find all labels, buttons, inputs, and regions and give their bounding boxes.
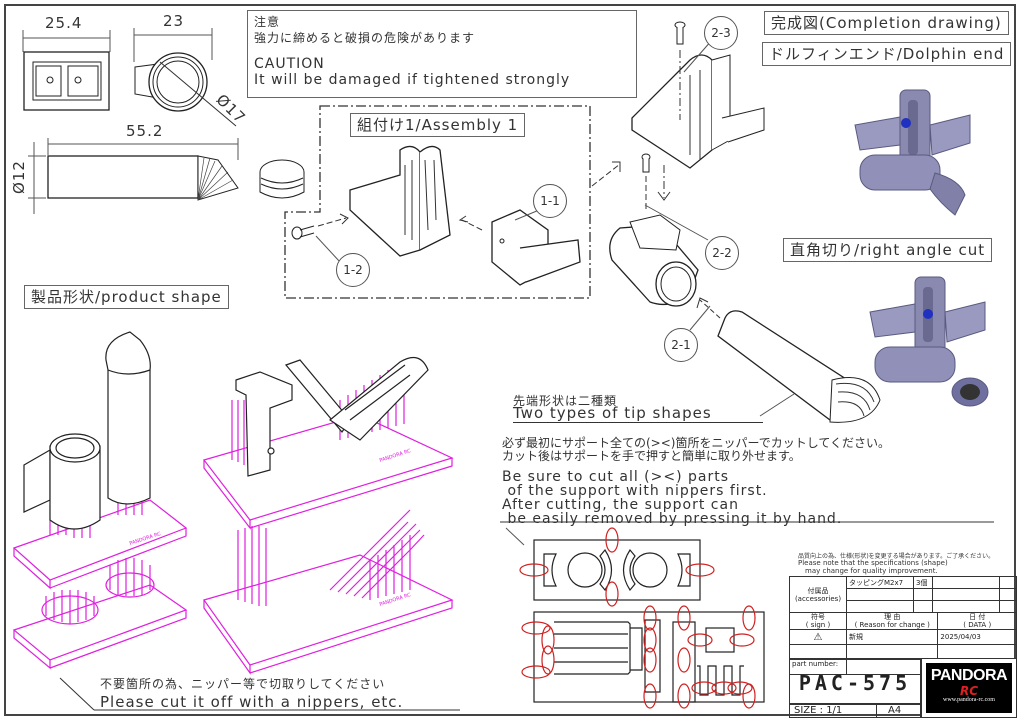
callout-1-2: 1-2 — [336, 253, 370, 287]
support-note-jp-2: カット後はサポートを手で押すと簡単に取り外せます。 — [502, 449, 801, 463]
size-box: SIZE : 1/1 A4 — [789, 704, 921, 718]
reason-jp: 理 由 — [884, 613, 901, 621]
sign-header: 符号 ( sign ) — [789, 612, 847, 630]
dim-width-ring: 23 — [163, 12, 185, 30]
accessory-item: タッピングM2x7 — [846, 576, 914, 589]
caution-box: 注意 強力に締めると破損の危険があります CAUTION It will be … — [247, 10, 637, 98]
accessories-jp: 付属品 — [807, 586, 829, 595]
support-note-jp-1: 必ず最初にサポート全ての(><)箇所をニッパーでカットしてください。 — [502, 436, 891, 450]
tip-note-en: Two types of tip shapes — [513, 404, 763, 423]
dolphin-end-label: ドルフィンエンド/Dolphin end — [762, 42, 1012, 66]
support-note-en-3: After cutting, the support can — [502, 497, 739, 513]
caution-jp-title: 注意 — [254, 15, 281, 29]
assembly1-label: 組付け1/Assembly 1 — [350, 113, 526, 137]
size-label: SIZE : 1/1 — [794, 705, 843, 716]
warning-triangle-icon: ⚠ — [789, 629, 847, 645]
revision-row: ⚠ 新規 2025/04/03 — [789, 629, 1017, 645]
support-note-en-2: of the support with nippers first. — [502, 483, 768, 499]
spec-note-en-2: may change for quality improvement. — [805, 567, 938, 575]
drawing-frame — [4, 4, 1016, 716]
part-number-box: part number: PAC-575 — [789, 658, 921, 704]
cut-note-jp: 不要箇所の為、ニッパー等で切取りしてください — [100, 677, 386, 691]
support-note-en-4: be easily removed by pressing it by hand… — [502, 511, 843, 527]
callout-2-2: 2-2 — [705, 236, 739, 270]
caution-jp-text: 強力に締めると破損の危険があります — [254, 31, 476, 45]
reason-header: 理 由 ( Reason for change ) — [845, 612, 939, 630]
support-note-en-1: Be sure to cut all (><) parts — [502, 469, 730, 485]
callout-2-3: 2-3 — [704, 16, 738, 50]
spec-note-jp: 品質向上の為、仕様(形状)を変更する場合があります。ご了承ください。 — [798, 553, 995, 560]
caution-en-text: It will be damaged if tightened strongly — [254, 72, 571, 88]
date-header: 日 付 ( DATA ) — [937, 612, 1017, 630]
logo-sub: RC — [959, 684, 979, 698]
logo-main: PANDORA — [930, 667, 1008, 684]
paper-size: A4 — [888, 705, 902, 716]
tip-note-jp: 先端形状は二種類 — [513, 394, 618, 408]
accessories-en: (accessories) — [794, 594, 842, 603]
accessories-cell: 付属品 (accessories) — [789, 576, 847, 613]
caution-en-title: CAUTION — [254, 56, 325, 72]
dim-tube-length: 55.2 — [126, 122, 164, 140]
sign-en: ( sign ) — [805, 621, 831, 629]
logo-box: PANDORA RC www.pandora-rc.com — [921, 658, 1017, 718]
part-number-value: PAC-575 — [798, 671, 912, 695]
right-angle-cut-label: 直角切り/right angle cut — [783, 238, 993, 262]
sprue-cut-diagram — [519, 527, 765, 709]
logo-url: www.pandora-rc.com — [943, 697, 995, 703]
callout-2-1: 2-1 — [664, 328, 698, 362]
reason-en: ( Reason for change ) — [854, 621, 930, 629]
cut-note-en: Please cut it off with a nippers, etc. — [100, 693, 404, 711]
pandora-logo: PANDORA RC www.pandora-rc.com — [926, 663, 1012, 713]
revision-table: 付属品 (accessories) タッピングM2x7 3個 符号 ( sign… — [789, 576, 1017, 675]
rev-date: 2025/04/03 — [937, 629, 1017, 645]
top-view-drawing — [22, 28, 305, 214]
part-number-label: part number: — [792, 660, 839, 668]
completion-drawing-label: 完成図(Completion drawing) — [764, 11, 1009, 35]
product-shape-label: 製品形状/product shape — [24, 285, 229, 309]
callout-1-1: 1-1 — [533, 184, 567, 218]
accessory-qty: 3個 — [913, 576, 933, 589]
date-jp: 日 付 — [969, 613, 986, 621]
date-en: ( DATA ) — [963, 621, 992, 629]
dim-width-top: 25.4 — [45, 14, 83, 32]
render-right-angle-cut — [869, 276, 989, 407]
spec-note-en-1: Please note that the specifications (sha… — [798, 559, 948, 567]
rev-reason: 新規 — [845, 629, 939, 645]
sign-jp: 符号 — [811, 613, 825, 621]
render-dolphin-end — [854, 89, 971, 216]
